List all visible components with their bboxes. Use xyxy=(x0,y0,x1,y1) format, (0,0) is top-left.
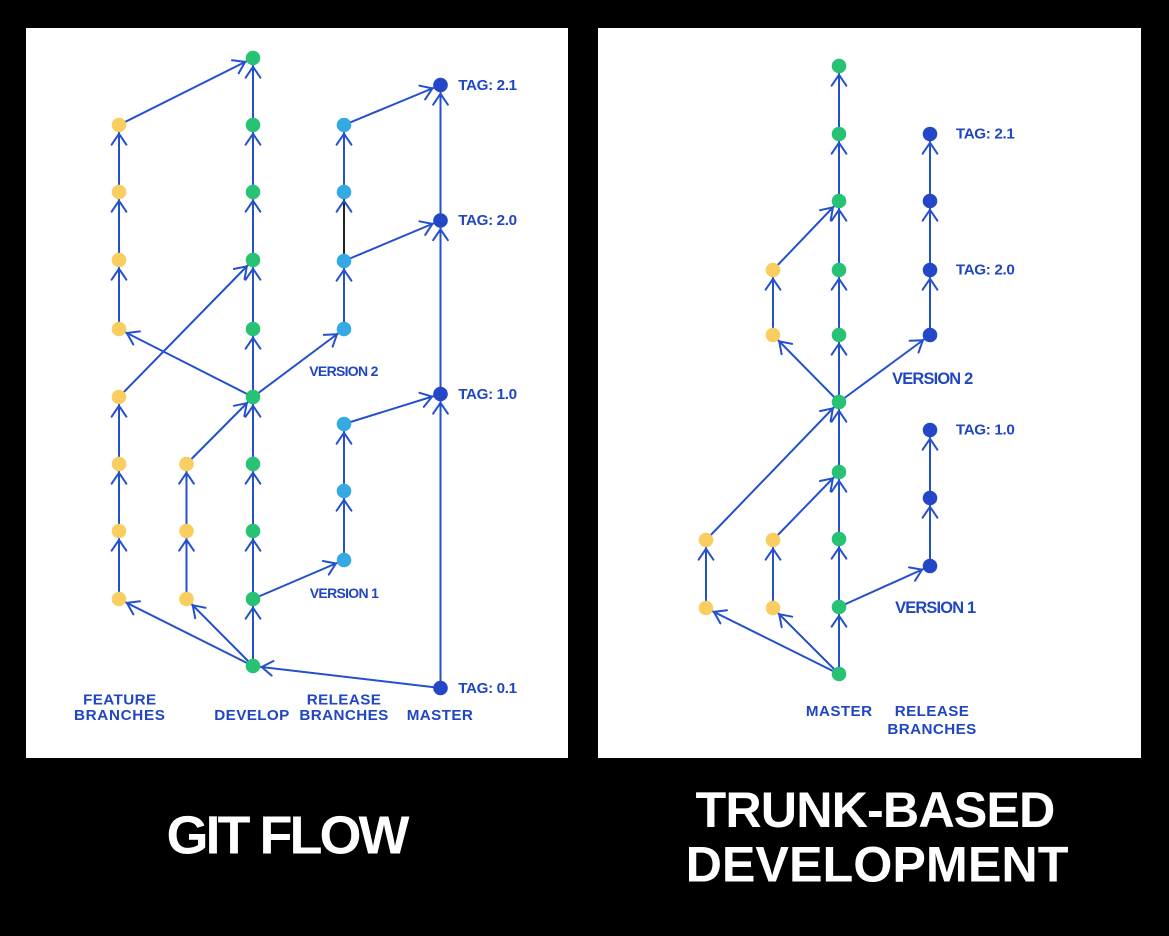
svg-text:DEVELOP: DEVELOP xyxy=(214,707,289,724)
svg-text:BRANCHES: BRANCHES xyxy=(887,721,976,738)
svg-text:TAG: 2.1: TAG: 2.1 xyxy=(458,77,517,94)
svg-text:RELEASE: RELEASE xyxy=(307,692,382,709)
svg-text:DEVELOPMENT: DEVELOPMENT xyxy=(686,836,1069,893)
svg-text:GIT FLOW: GIT FLOW xyxy=(167,806,410,866)
svg-text:BRANCHES: BRANCHES xyxy=(299,707,388,724)
svg-text:FEATURE: FEATURE xyxy=(83,692,156,709)
svg-text:TAG: 1.0: TAG: 1.0 xyxy=(956,422,1015,439)
svg-text:TAG: 0.1: TAG: 0.1 xyxy=(458,680,517,697)
svg-text:TRUNK-BASED: TRUNK-BASED xyxy=(696,781,1055,838)
svg-text:VERSION 1: VERSION 1 xyxy=(310,585,379,601)
svg-text:TAG: 2.1: TAG: 2.1 xyxy=(956,126,1015,143)
svg-text:RELEASE: RELEASE xyxy=(895,703,970,720)
svg-text:VERSION 2: VERSION 2 xyxy=(892,370,973,388)
svg-text:MASTER: MASTER xyxy=(806,703,873,720)
svg-text:BRANCHES: BRANCHES xyxy=(74,707,166,724)
svg-text:MASTER: MASTER xyxy=(407,707,474,724)
svg-text:TAG: 2.0: TAG: 2.0 xyxy=(956,262,1015,279)
svg-text:TAG: 2.0: TAG: 2.0 xyxy=(458,212,517,229)
svg-text:VERSION 1: VERSION 1 xyxy=(895,599,976,617)
svg-text:TAG: 1.0: TAG: 1.0 xyxy=(458,386,517,403)
svg-text:VERSION 2: VERSION 2 xyxy=(309,363,378,379)
